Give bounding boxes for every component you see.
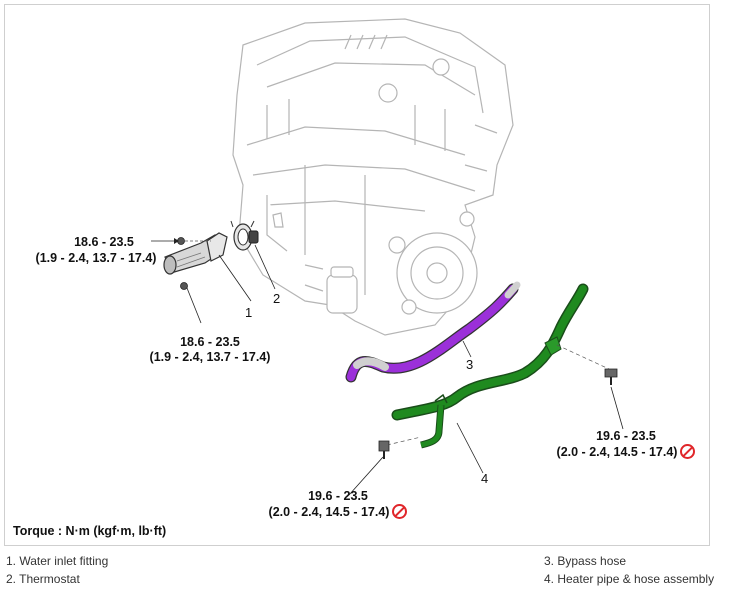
thermostat [230,220,259,251]
torque-units-note: Torque : N·m (kgf·m, lb·ft) [13,524,167,538]
callout-units: (1.9 - 2.4, 13.7 - 17.4) [149,350,271,364]
part-number-3: 3 [466,357,474,372]
torque-callout-fitting-lower: 18.6 - 23.5 (1.9 - 2.4, 13.7 - 17.4) [135,335,285,365]
legend-item-2: 2. Thermostat [6,572,80,586]
diagram-artwork [151,18,624,496]
torque-callout-fitting-upper: 18.6 - 23.5 [29,235,179,250]
heater-pipe-bolt-right [604,368,618,385]
callout-units-row: (2.0 - 2.4, 14.5 - 17.4) [263,504,413,520]
callout-units: (1.9 - 2.4, 13.7 - 17.4) [35,251,157,265]
heater-pipe-hose-assembly [391,283,589,449]
part-number-2: 2 [273,291,281,306]
callout-value: 18.6 - 23.5 [74,235,134,249]
part-number-4: 4 [481,471,489,486]
part-number-1: 1 [245,305,253,320]
water-inlet-fitting [163,232,228,275]
no-reuse-icon [680,444,696,459]
callout-value: 18.6 - 23.5 [180,335,240,349]
engine-block [232,18,514,336]
callout-value: 19.6 - 23.5 [308,489,368,503]
callout-units-row: (2.0 - 2.4, 14.5 - 17.4) [551,444,701,460]
torque-callout-heater-left: 19.6 - 23.5 (2.0 - 2.4, 14.5 - 17.4) [263,489,413,520]
legend-item-1: 1. Water inlet fitting [6,554,109,568]
callout-units: (2.0 - 2.4, 14.5 - 17.4) [268,505,390,519]
torque-callout-fitting-upper-units: (1.9 - 2.4, 13.7 - 17.4) [11,251,181,266]
legend-item-4: 4. Heater pipe & hose assembly [544,572,715,586]
exploded-view-diagram: 18.6 - 23.5 (1.9 - 2.4, 13.7 - 17.4) 18.… [4,4,710,546]
fitting-bolt-lower [180,282,188,290]
heater-pipe-bolt-left [378,440,390,459]
callout-units: (2.0 - 2.4, 14.5 - 17.4) [556,445,678,459]
torque-callout-heater-right: 19.6 - 23.5 (2.0 - 2.4, 14.5 - 17.4) [551,429,701,460]
no-reuse-icon [392,504,408,519]
bypass-hose [345,281,521,383]
legend-item-3: 3. Bypass hose [544,554,627,568]
callout-value: 19.6 - 23.5 [596,429,656,443]
